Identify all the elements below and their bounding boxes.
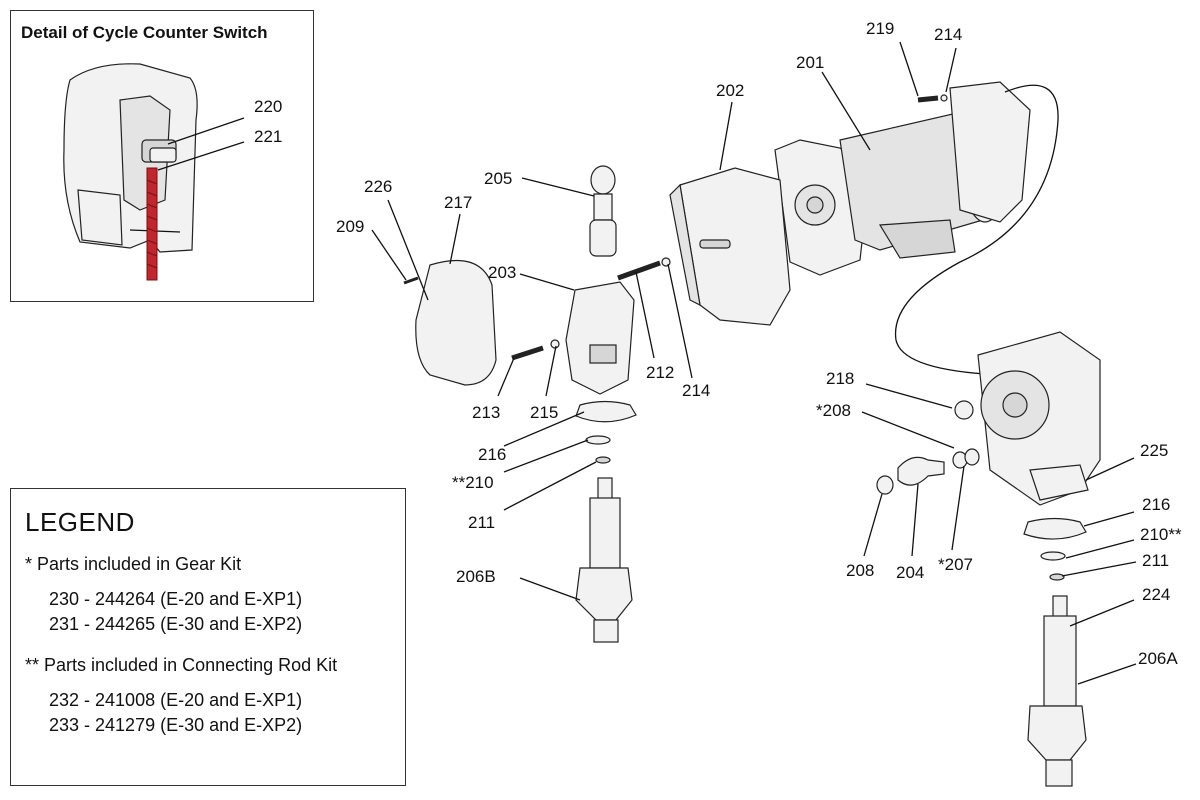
legend-item: 233 - 241279 (E-30 and E-XP2) xyxy=(49,715,303,735)
leader-lines xyxy=(371,41,1137,685)
part-label-203: 203 xyxy=(488,263,516,282)
legend-group-connecting-rod-kit: ** Parts included in Connecting Rod Kit … xyxy=(25,655,391,736)
part-label-219: 219 xyxy=(866,19,894,38)
legend-panel: LEGEND * Parts included in Gear Kit 230 … xyxy=(10,488,406,786)
part-label-212: 212 xyxy=(646,363,674,382)
legend-heading: * Parts included in Gear Kit xyxy=(25,554,242,574)
part-label-206b: 206B xyxy=(456,567,496,586)
part-label-206a: 206A xyxy=(1138,649,1178,668)
part-label-214: 214 xyxy=(934,25,962,44)
part-label-213: 213 xyxy=(472,403,500,422)
leader-220 xyxy=(167,117,245,145)
cycle-counter-switch-drawing xyxy=(63,63,198,281)
part-label-218: 218 xyxy=(826,369,854,388)
legend-heading: ** Parts included in Connecting Rod Kit xyxy=(25,655,338,675)
part-label-224: 224 xyxy=(1142,585,1170,604)
part-label-220: 220 xyxy=(254,97,282,116)
part-label-211-right: 211 xyxy=(1142,551,1169,570)
part-label-216-right: 216 xyxy=(1142,495,1170,514)
part-label-211: 211 xyxy=(468,513,495,532)
part-label-210: **210 xyxy=(452,473,494,492)
part-label-207: *207 xyxy=(938,555,973,574)
crank-drawing xyxy=(565,281,635,395)
pump-lower-206a-drawing xyxy=(1027,595,1087,787)
gear-drawing xyxy=(897,456,945,486)
cycle-counter-detail-inset: Detail of Cycle Counter Switch xyxy=(10,10,314,302)
part-label-217: 217 xyxy=(444,193,472,212)
part-label-216: 216 xyxy=(478,445,506,464)
legend-title: LEGEND xyxy=(25,507,135,537)
legend-item: 232 - 241008 (E-20 and E-XP1) xyxy=(49,690,303,710)
part-label-209: 209 xyxy=(336,217,364,236)
power-cord xyxy=(894,84,1059,375)
housing-drawing xyxy=(679,167,791,326)
connecting-rod-drawing xyxy=(590,165,616,195)
part-label-205: 205 xyxy=(484,169,512,188)
legend-item: 230 - 244264 (E-20 and E-XP1) xyxy=(49,589,303,609)
part-label-204: 204 xyxy=(896,563,924,582)
pump-lower-206b-drawing xyxy=(575,477,633,643)
part-label-215: 215 xyxy=(530,403,558,422)
part-label-210-right: 210** xyxy=(1140,525,1182,544)
legend-group-gear-kit: * Parts included in Gear Kit 230 - 24426… xyxy=(25,554,391,635)
part-label-214-crank: 214 xyxy=(682,381,710,400)
motor-assembly-drawing xyxy=(774,81,1031,276)
part-label-202: 202 xyxy=(716,81,744,100)
part-label-208: 208 xyxy=(846,561,874,580)
front-cover-drawing xyxy=(415,259,497,386)
part-label-225: 225 xyxy=(1140,441,1168,460)
part-label-208-kit: *208 xyxy=(816,401,851,420)
legend-item: 231 - 244265 (E-30 and E-XP2) xyxy=(49,614,303,634)
part-label-221: 221 xyxy=(254,127,282,146)
detail-title: Detail of Cycle Counter Switch xyxy=(21,23,268,42)
part-label-201: 201 xyxy=(796,53,824,72)
leader-221 xyxy=(157,141,245,171)
part-label-226: 226 xyxy=(364,177,392,196)
